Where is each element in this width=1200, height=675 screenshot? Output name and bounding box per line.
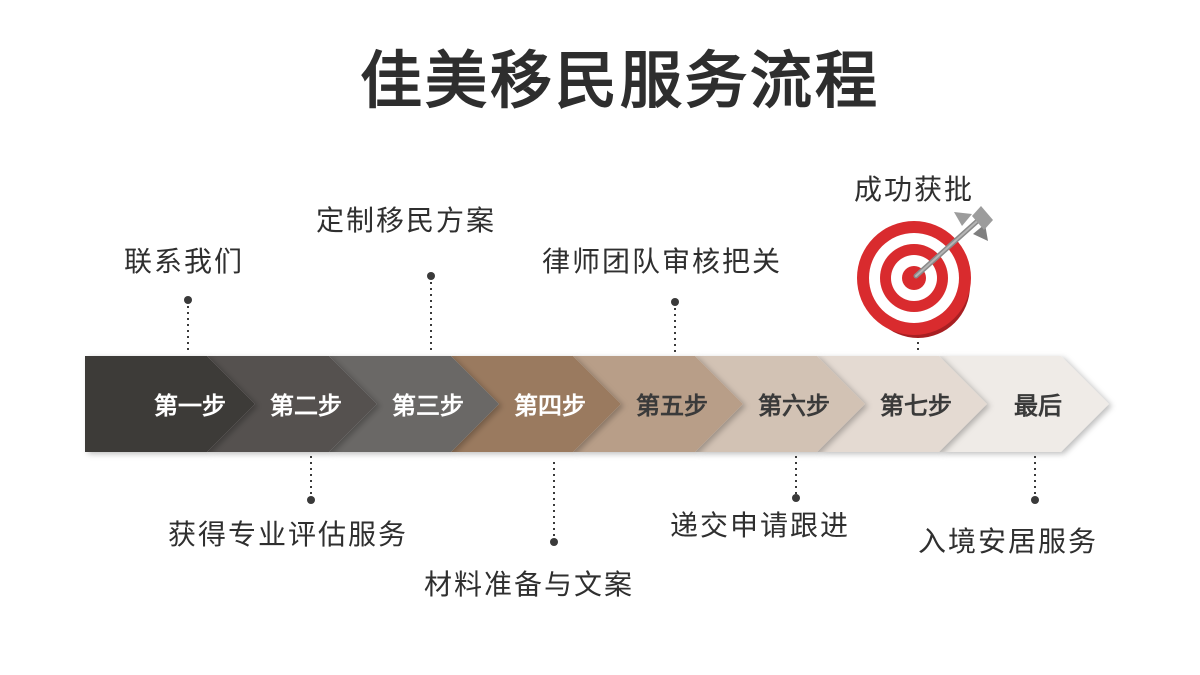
step-label-8: 最后: [1014, 392, 1062, 420]
step-label-7: 第七步: [880, 392, 952, 420]
caption-step-1: 联系我们: [124, 245, 245, 278]
step-chevron-7: [817, 356, 987, 452]
target-with-arrow-icon: [857, 206, 993, 338]
caption-step-4: 材料准备与文案: [424, 568, 635, 601]
caption-step-8: 入境安居服务: [918, 525, 1099, 558]
caption-step-6: 递交申请跟进: [670, 509, 851, 542]
step-chevron-3: [329, 356, 499, 452]
connector-dot-4: [550, 538, 558, 546]
connector-dot-8: [1031, 496, 1039, 504]
step-chevron-4: [451, 356, 621, 452]
step-label-1: 第一步: [154, 392, 226, 420]
connector-dot-3: [427, 272, 435, 280]
step-label-2: 第二步: [270, 392, 342, 420]
step-chevron-2: [207, 356, 377, 452]
step-label-4: 第四步: [514, 392, 586, 420]
connector-lines: [184, 272, 1039, 546]
page-title: 佳美移民服务流程: [359, 44, 880, 117]
connector-dot-6: [792, 494, 800, 502]
caption-step-2: 获得专业评估服务: [168, 518, 409, 551]
caption-step-3: 定制移民方案: [316, 204, 497, 237]
step-chevron-1: [85, 356, 255, 452]
connector-dot-1: [184, 296, 192, 304]
step-label-3: 第三步: [392, 392, 464, 420]
step-chevrons: [85, 356, 1109, 452]
connector-dot-2: [307, 496, 315, 504]
step-chevron-8: [939, 356, 1109, 452]
step-chevron-6: [695, 356, 865, 452]
step-chevron-5: [573, 356, 743, 452]
caption-step-5: 律师团队审核把关: [542, 245, 783, 278]
caption-step-7: 成功获批: [854, 173, 975, 206]
connector-dot-5: [671, 298, 679, 306]
step-label-5: 第五步: [636, 392, 708, 420]
step-label-6: 第六步: [758, 392, 830, 420]
